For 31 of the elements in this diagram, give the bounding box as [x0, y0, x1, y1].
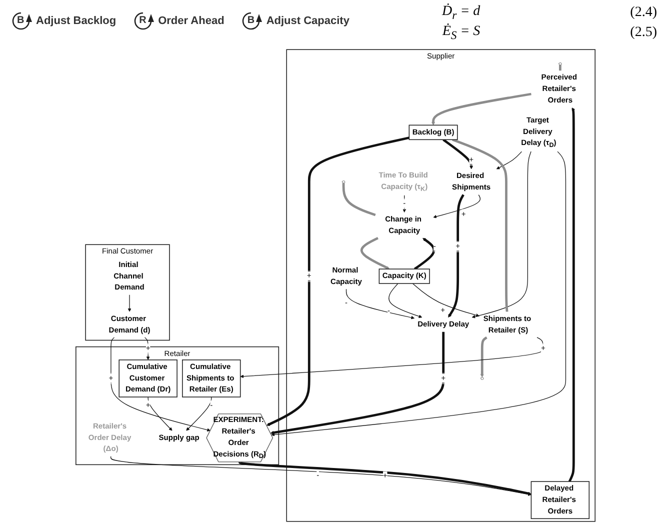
loop-type-letter: B: [17, 15, 24, 27]
equation: Ė$_{S}$ = S: [442, 24, 480, 42]
connector: [558, 64, 562, 72]
arrow: [128, 294, 132, 312]
equation-number: (2.4): [630, 4, 657, 21]
node-cloud: [342, 180, 346, 184]
arrow: [472, 151, 532, 318]
equation: Ḋ$_{r}$ = d: [442, 4, 480, 22]
arrow: [480, 336, 488, 378]
equation-number: (2.5): [630, 24, 657, 41]
loop-name: Order Ahead: [158, 15, 224, 27]
connector: [342, 183, 376, 216]
arrow: [448, 194, 464, 318]
arrow: [148, 396, 172, 431]
arrow: [496, 151, 522, 170]
loop-name: Adjust Backlog: [36, 15, 116, 27]
node-cloud: [558, 62, 562, 66]
loop-name: Adjust Capacity: [266, 15, 350, 27]
arrow: [271, 151, 566, 436]
loop-type-letter: B: [247, 15, 255, 27]
arrow: [568, 108, 576, 482]
arrow: [432, 92, 532, 126]
arrow: [412, 283, 480, 317]
arrow: [238, 461, 532, 496]
arrow: [110, 456, 532, 496]
node-cloud: [480, 377, 484, 380]
arrow: [266, 136, 410, 426]
loop-type-letter: R: [139, 15, 146, 27]
connector: [452, 138, 508, 312]
arrow: [360, 237, 390, 270]
arrow: [240, 337, 544, 378]
